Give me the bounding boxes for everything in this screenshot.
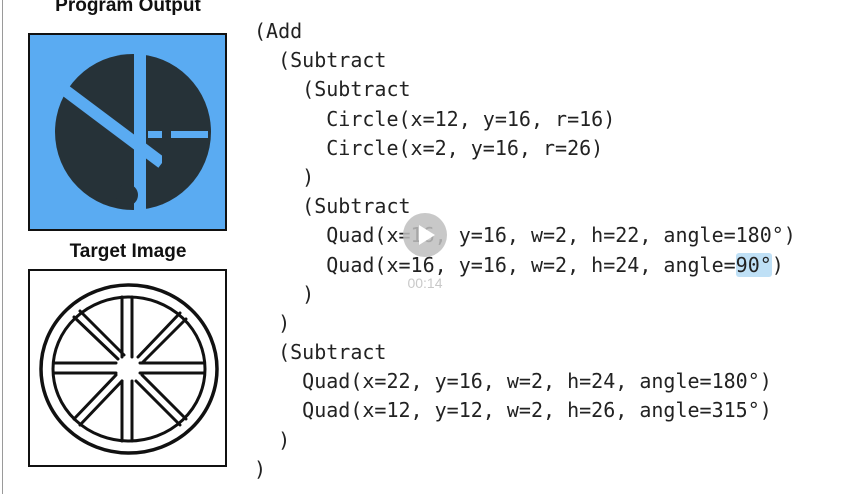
code-line-6: ) xyxy=(254,163,796,192)
spoke-bottom xyxy=(120,379,134,443)
indent xyxy=(254,223,326,247)
indent xyxy=(254,107,326,131)
program-output-render xyxy=(54,51,211,216)
code-line-14: Quad(x=12, y=12, w=2, h=26, angle=315°) xyxy=(254,396,796,425)
spoke-bottom-left xyxy=(72,373,124,427)
code-text: Circle(x=12, y=16, r=16) xyxy=(326,106,616,131)
code-line-5: Circle(x=2, y=16, r=26) xyxy=(254,134,796,163)
code-line-4: Circle(x=12, y=16, r=16) xyxy=(254,105,796,134)
indent xyxy=(254,77,302,101)
code-text: ) xyxy=(278,427,291,452)
spoke-bottom-right xyxy=(134,373,188,427)
code-line-2: (Subtract xyxy=(254,46,796,75)
output-bottom-dot xyxy=(116,184,138,206)
code-text: Quad(x=12, y=12, w=2, h=26, angle=315°) xyxy=(302,398,772,423)
target-spokes xyxy=(52,295,206,443)
code-text: Quad(x=22, y=16, w=2, h=24, angle=180°) xyxy=(302,369,772,394)
code-text: (Subtract xyxy=(302,77,411,102)
code-line-9: Quad(x=16, y=16, w=2, h=24, angle=90°) xyxy=(254,251,796,280)
play-icon[interactable] xyxy=(403,213,447,257)
indent xyxy=(254,428,278,452)
output-horizontal-gap xyxy=(148,131,208,138)
indent xyxy=(254,340,278,364)
code-line-10: ) xyxy=(254,280,796,309)
code-line-7: (Subtract xyxy=(254,192,796,221)
indent xyxy=(254,398,302,422)
code-text: ) xyxy=(254,456,267,481)
output-diagonal-gap xyxy=(54,80,166,168)
code-text: (Subtract xyxy=(302,194,411,219)
output-right-bar xyxy=(162,105,171,173)
video-timestamp: 00:14 xyxy=(407,275,443,291)
indent xyxy=(254,48,278,72)
spoke-left xyxy=(52,361,118,375)
code-text-tail: ) xyxy=(771,252,784,277)
code-text: ) xyxy=(302,281,315,306)
code-line-16: ) xyxy=(254,455,796,484)
target-inner-ring xyxy=(51,295,207,443)
indent xyxy=(254,282,302,306)
indent xyxy=(254,253,326,277)
code-text: (Add xyxy=(254,19,303,43)
spoke-right xyxy=(138,361,206,375)
output-disc xyxy=(55,54,211,210)
highlighted-angle: 90° xyxy=(735,252,772,277)
code-line-11: ) xyxy=(254,309,796,338)
code-line-1: (Add xyxy=(254,17,796,46)
code-line-3: (Subtract xyxy=(254,75,796,104)
left-divider xyxy=(2,0,3,494)
code-text: (Subtract xyxy=(278,340,387,365)
target-image-title: Target Image xyxy=(69,241,187,262)
target-image xyxy=(28,269,227,467)
indent xyxy=(254,311,278,335)
indent xyxy=(254,165,302,189)
spoke-top-right xyxy=(136,311,188,365)
spoke-top xyxy=(120,295,134,359)
output-stem xyxy=(124,167,131,197)
target-sketch xyxy=(39,283,219,455)
code-line-15: ) xyxy=(254,426,796,455)
code-text: ) xyxy=(278,310,291,335)
spoke-top-left xyxy=(72,309,126,361)
code-text: ) xyxy=(302,164,315,189)
code-line-8: Quad(x=16, y=16, w=2, h=22, angle=180°) xyxy=(254,221,796,250)
code-line-13: Quad(x=22, y=16, w=2, h=24, angle=180°) xyxy=(254,367,796,396)
indent xyxy=(254,369,302,393)
program-code: (Add (Subtract (Subtract Circle(x=12, y=… xyxy=(254,17,796,484)
output-vertical-gap xyxy=(134,51,146,216)
code-text: Quad(x=16, y=16, w=2, h=22, angle=180°) xyxy=(326,223,796,248)
code-text: Quad(x=16, y=16, w=2, h=24, angle= xyxy=(326,252,736,277)
program-output-title: Program Output xyxy=(55,0,201,16)
program-output-image xyxy=(28,33,227,231)
code-text: (Subtract xyxy=(278,48,387,73)
code-line-12: (Subtract xyxy=(254,338,796,367)
indent xyxy=(254,136,326,160)
code-text: Circle(x=2, y=16, r=26) xyxy=(326,135,604,160)
target-outer-ring xyxy=(39,283,219,455)
indent xyxy=(254,194,302,218)
